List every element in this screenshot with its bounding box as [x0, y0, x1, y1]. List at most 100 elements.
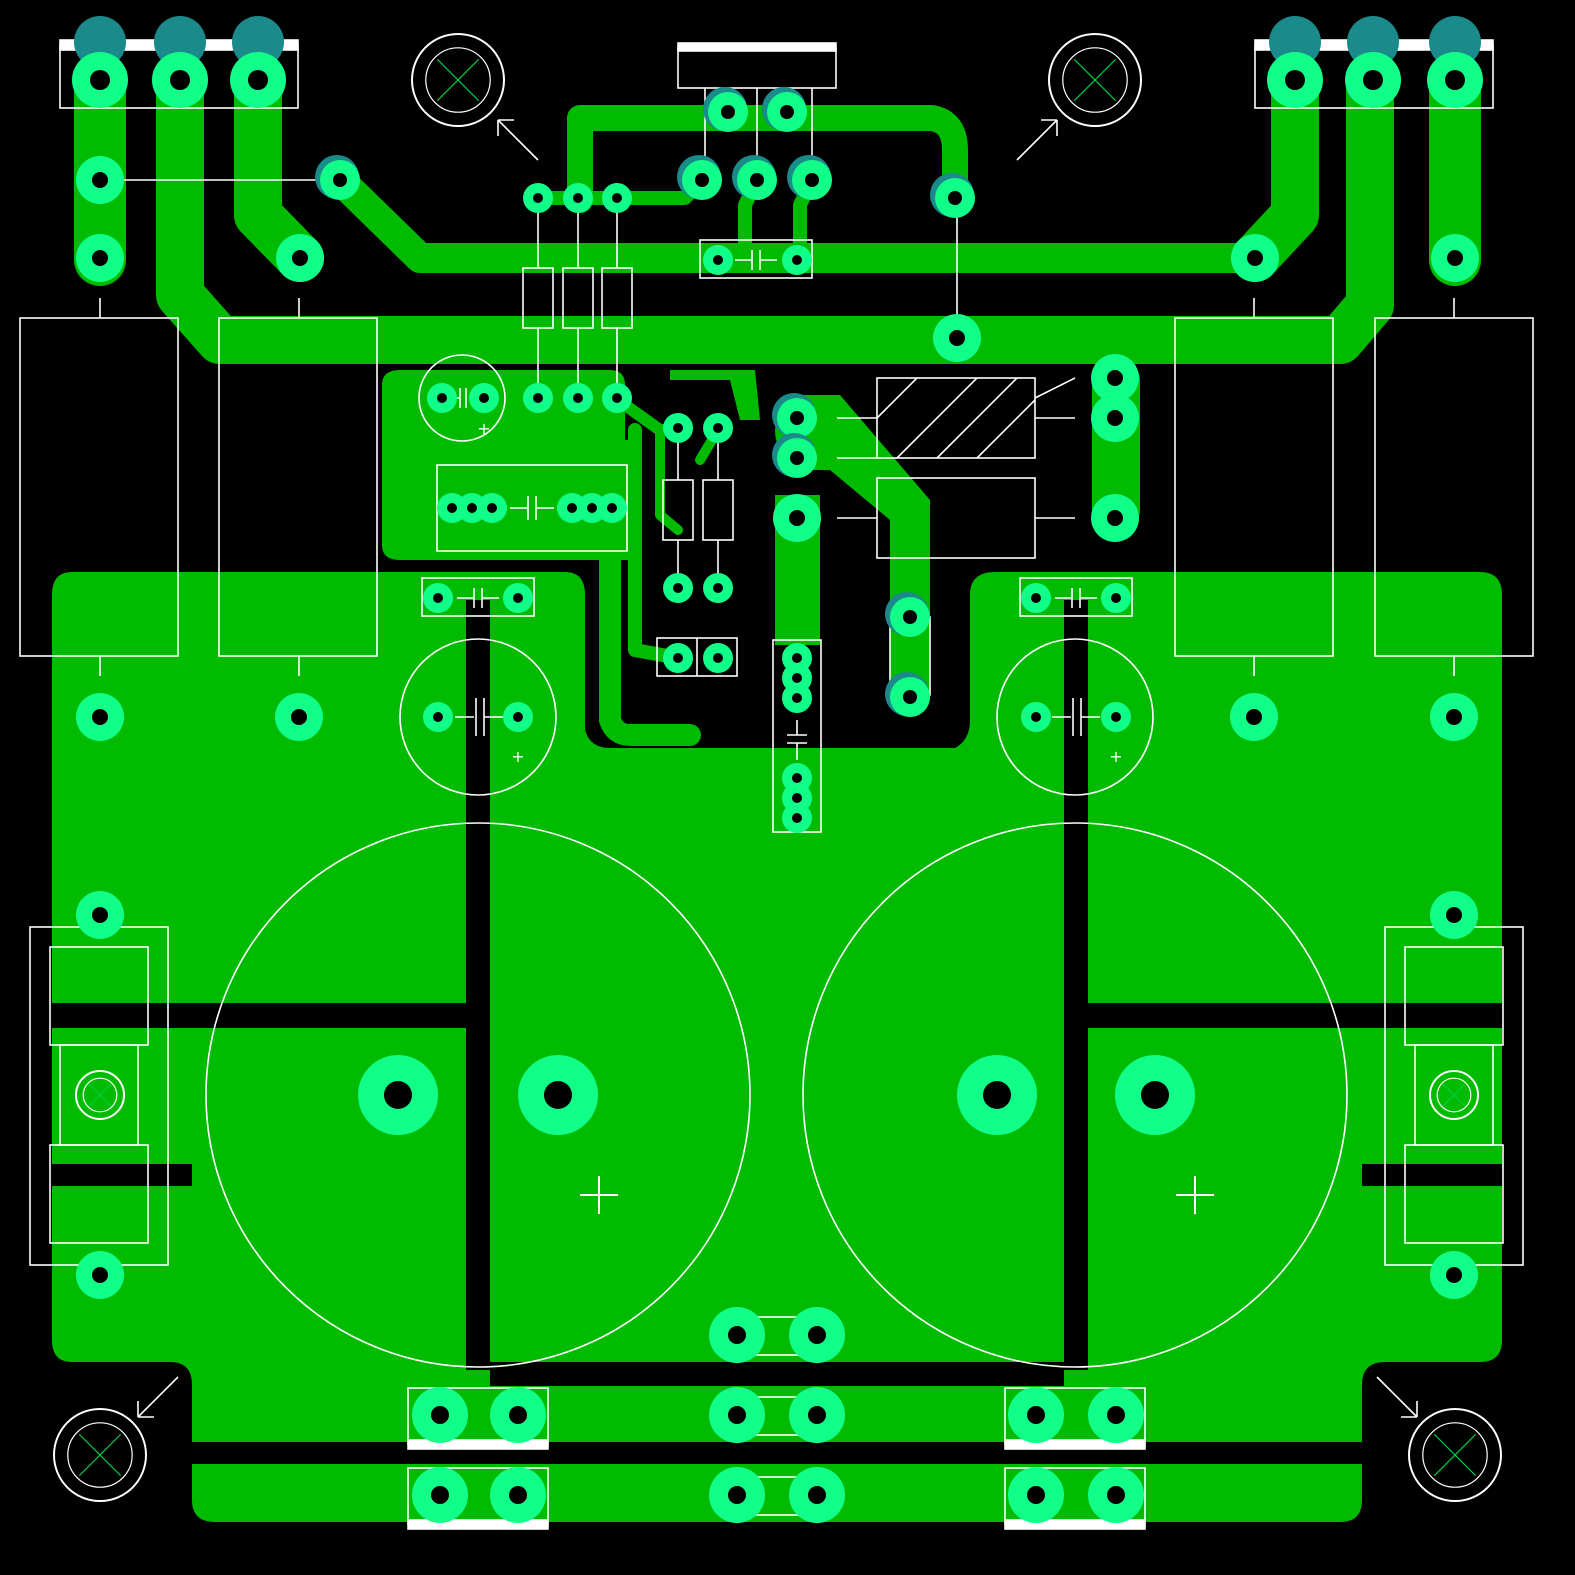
- traces: [74, 54, 1481, 1520]
- pad-hole: [92, 172, 108, 188]
- pad-bottom-ring: [232, 16, 284, 68]
- arrow-markers: [137, 119, 1418, 1418]
- mount-hole-ring: [411, 33, 505, 127]
- mount-hole-ring: [53, 1408, 147, 1502]
- pad-hole: [808, 1326, 826, 1344]
- pad-hole: [447, 503, 457, 513]
- mount-hole-ring: [1048, 33, 1142, 127]
- mount-hole-ring: [1429, 1070, 1479, 1120]
- pad-hole: [291, 709, 307, 725]
- mount-hole-drill: [425, 47, 491, 113]
- pad-hole: [673, 653, 683, 663]
- pad-hole: [805, 173, 819, 187]
- pad-bottom-ring: [154, 16, 206, 68]
- mount-hole-drill: [1422, 1422, 1488, 1488]
- polarity-plus-bulk-right: [1176, 1176, 1214, 1214]
- pad-hole: [513, 712, 523, 722]
- pad-hole: [612, 393, 622, 403]
- pad-hole: [728, 1326, 746, 1344]
- pad-hole: [713, 423, 723, 433]
- pad-hole: [903, 690, 917, 704]
- pad-hole: [437, 393, 447, 403]
- pad-hole: [792, 813, 802, 823]
- pad-hole: [533, 393, 543, 403]
- pad-hole: [790, 451, 804, 465]
- pad-hole: [1445, 70, 1465, 90]
- pad-hole: [487, 503, 497, 513]
- pad-hole: [1141, 1081, 1169, 1109]
- pad-hole: [983, 1081, 1011, 1109]
- pad-hole: [573, 193, 583, 203]
- pad-hole: [713, 255, 723, 265]
- pad-hole: [1031, 712, 1041, 722]
- pad-hole: [92, 709, 108, 725]
- pad-hole: [780, 105, 794, 119]
- pad-hole: [790, 411, 804, 425]
- mount-hole-cross: [1073, 58, 1117, 102]
- pad-hole: [792, 255, 802, 265]
- pad-hole: [1285, 70, 1305, 90]
- polarity-plus-bulk-left: [580, 1176, 618, 1214]
- mount-hole-cross: [78, 1433, 122, 1477]
- film-cap-reg: [699, 239, 813, 279]
- pad-hole: [792, 773, 802, 783]
- cap-symbols: [455, 250, 1100, 760]
- pad-bottom-ring: [1347, 16, 1399, 68]
- pad-hole: [433, 712, 443, 722]
- mount-hole-drill: [1436, 1077, 1472, 1113]
- driver-island-2: [670, 370, 760, 420]
- pad-hole: [728, 1406, 746, 1424]
- bulk-polarity: [580, 1176, 1214, 1214]
- pad-hole: [170, 70, 190, 90]
- electrolytic-small: [418, 354, 506, 442]
- pad-bottom-ring: [74, 16, 126, 68]
- pad-hole: [1027, 1486, 1045, 1504]
- pad-hole: [513, 593, 523, 603]
- pad-hole: [792, 653, 802, 663]
- regulator-tab: [677, 42, 837, 52]
- pad-hole: [948, 191, 962, 205]
- pad-hole: [92, 250, 108, 266]
- pad-hole: [673, 423, 683, 433]
- pad-hole: [808, 1486, 826, 1504]
- pad-hole: [248, 70, 268, 90]
- film-cap-right: [1019, 577, 1133, 617]
- pad-hole: [789, 510, 805, 526]
- mount-hole-ring: [1408, 1408, 1502, 1502]
- mount-hole-drill: [82, 1077, 118, 1113]
- pad-hole: [1446, 709, 1462, 725]
- pad-hole: [607, 503, 617, 513]
- pad-hole: [1107, 410, 1123, 426]
- pad-hole: [713, 583, 723, 593]
- pad-hole: [467, 503, 477, 513]
- pad-hole: [92, 907, 108, 923]
- pad-hole: [1446, 907, 1462, 923]
- pad-hole: [433, 593, 443, 603]
- mount-hole-drill: [67, 1422, 133, 1488]
- polarity-plus-mid-right: +: [1109, 747, 1122, 766]
- pad-hole: [333, 173, 347, 187]
- pad-hole: [1363, 70, 1383, 90]
- pad-hole: [1246, 709, 1262, 725]
- pad-hole: [1111, 593, 1121, 603]
- pad-hole: [1447, 250, 1463, 266]
- transistor-left-mid: [59, 1044, 139, 1146]
- pad-hole: [573, 393, 583, 403]
- pad-hole: [792, 673, 802, 683]
- pad-hole: [721, 105, 735, 119]
- isolation-gaps: [52, 600, 1502, 1464]
- pad-hole: [292, 250, 308, 266]
- polarity-plus-small: +: [477, 419, 490, 438]
- pad-hole: [903, 610, 917, 624]
- mount-hole-cross: [1442, 1083, 1466, 1107]
- pad-hole: [1107, 1406, 1125, 1424]
- pad-hole: [695, 173, 709, 187]
- mount-hole-cross: [436, 58, 480, 102]
- mount-hole-drill: [1062, 47, 1128, 113]
- polarity-plus-mid-left: +: [511, 747, 524, 766]
- electrolytic-mid-left: [399, 638, 557, 796]
- pad-hole: [1027, 1406, 1045, 1424]
- pad-hole: [1111, 712, 1121, 722]
- pad-bottom-ring: [1429, 16, 1481, 68]
